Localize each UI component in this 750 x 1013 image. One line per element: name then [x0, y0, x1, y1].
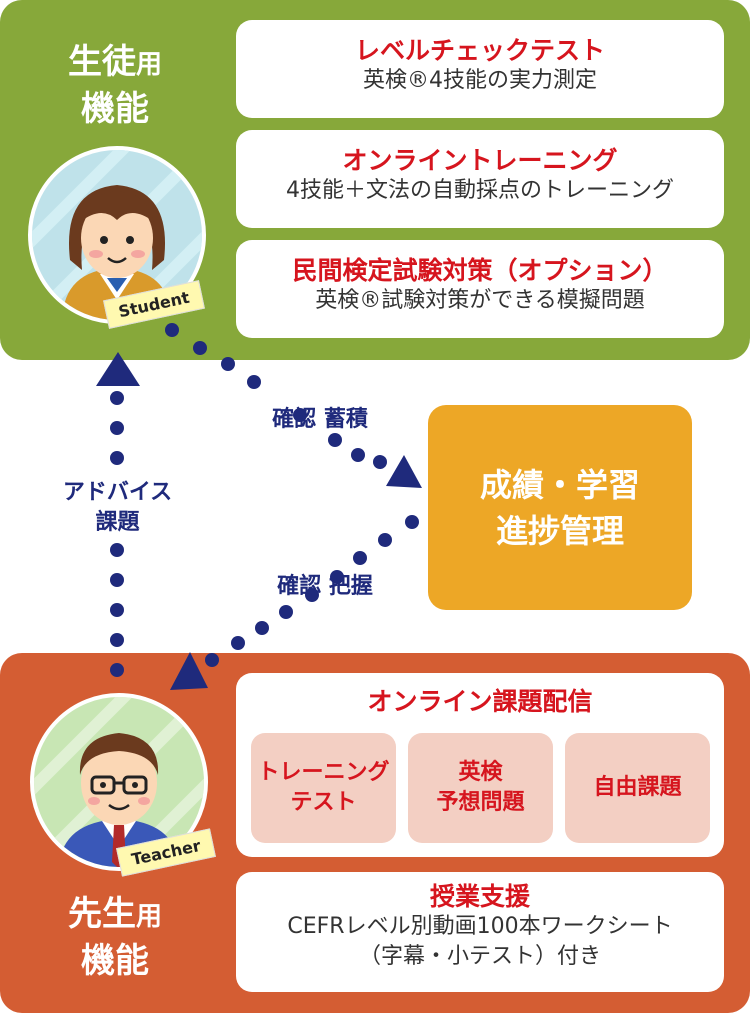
- flow-dot: [231, 636, 245, 650]
- class-support-desc1: CEFRレベル別動画100本ワークシート: [287, 914, 673, 939]
- flow-label-confirm-grasp: 確認 把握: [277, 574, 373, 599]
- exam-prep-desc: 英検®試験対策ができる模擬問題: [315, 288, 645, 313]
- level-check-card[interactable]: レベルチェックテスト 英検®4技能の実力測定: [236, 20, 724, 118]
- flow-label-confirm-accumulate: 確認 蓄積: [272, 407, 368, 432]
- task-label-line2: 予想問題: [436, 790, 525, 815]
- flow-dot: [378, 533, 392, 547]
- flow-dot: [279, 605, 293, 619]
- flow-dot: [205, 653, 219, 667]
- exam-prep-card[interactable]: 民間検定試験対策（オプション） 英検®試験対策ができる模擬問題: [236, 240, 724, 338]
- flow-dot: [247, 375, 261, 389]
- flow-dot: [373, 455, 387, 469]
- flow-dot: [351, 448, 365, 462]
- flow-label-advice-line1: アドバイス: [62, 480, 173, 505]
- arrow-head-to-teacher: [170, 652, 208, 690]
- flow-dot: [353, 551, 367, 565]
- task-label-line1: トレーニング: [257, 760, 390, 785]
- flow-dot: [328, 433, 342, 447]
- exam-prep-title: 民間検定試験対策（オプション）: [292, 256, 668, 285]
- online-training-desc: 4技能＋文法の自動採点のトレーニング: [286, 178, 674, 203]
- flow-dot: [110, 421, 124, 435]
- progress-management-box[interactable]: 成績・学習 進捗管理: [428, 405, 692, 610]
- flow-dot: [405, 515, 419, 529]
- flow-dot: [305, 588, 319, 602]
- level-check-desc: 英検®4技能の実力測定: [363, 68, 597, 93]
- level-check-title: レベルチェックテスト: [354, 36, 605, 65]
- task-eiken-mock[interactable]: 英検 予想問題: [408, 733, 553, 843]
- task-free-assignment[interactable]: 自由課題: [565, 733, 710, 843]
- class-support-card[interactable]: 授業支援 CEFRレベル別動画100本ワークシート （字幕・小テスト）付き: [236, 872, 724, 992]
- flow-dot: [221, 357, 235, 371]
- task-label-line1: 自由課題: [593, 775, 682, 800]
- flow-dot: [110, 663, 124, 677]
- flow-label-advice: アドバイス 課題: [40, 478, 195, 538]
- task-training-test[interactable]: トレーニング テスト: [251, 733, 396, 843]
- online-training-title: オンライントレーニング: [342, 146, 618, 175]
- assignment-delivery-title: オンライン課題配信: [367, 687, 593, 716]
- flow-dot: [110, 391, 124, 405]
- flow-dot: [110, 633, 124, 647]
- student-title: 生徒用 機能: [67, 42, 162, 129]
- flow-dot: [110, 451, 124, 465]
- class-support-title: 授業支援: [429, 882, 530, 911]
- online-training-card[interactable]: オンライントレーニング 4技能＋文法の自動採点のトレーニング: [236, 130, 724, 228]
- flow-dot: [165, 323, 179, 337]
- flow-dot: [193, 341, 207, 355]
- flow-dot: [110, 573, 124, 587]
- arrow-head-to-center: [386, 455, 422, 488]
- teacher-title: 先生用 機能: [67, 894, 162, 981]
- flow-label-advice-line2: 課題: [95, 510, 140, 535]
- progress-line2: 進捗管理: [495, 511, 624, 550]
- progress-line1: 成績・学習: [479, 465, 640, 504]
- task-label-line2: テスト: [290, 790, 357, 815]
- flow-dot: [293, 408, 307, 422]
- flow-dot: [110, 603, 124, 617]
- task-label-line1: 英検: [458, 760, 503, 785]
- flow-dot: [330, 570, 344, 584]
- arrow-head-to-student: [96, 352, 140, 386]
- flow-dot: [255, 621, 269, 635]
- flow-dot: [110, 543, 124, 557]
- class-support-desc2: （字幕・小テスト）付き: [358, 944, 601, 969]
